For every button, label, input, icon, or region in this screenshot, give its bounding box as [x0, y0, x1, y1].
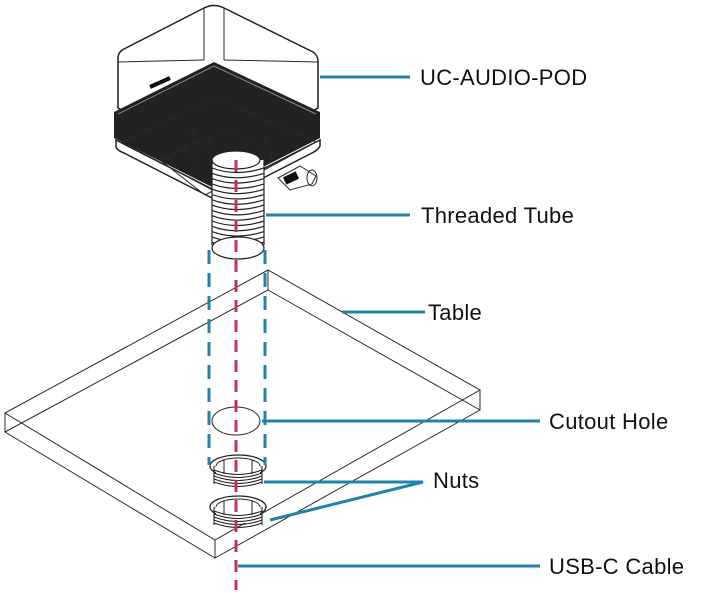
alignment-guides: [207, 250, 267, 465]
tube-thread: [211, 193, 265, 200]
nut-thread: [213, 472, 263, 479]
tube-thread: [211, 188, 265, 195]
tube-thread: [211, 231, 265, 237]
table-left-under: [4, 289, 269, 433]
threaded-tube: [211, 150, 265, 260]
nut-thread: [213, 478, 263, 485]
table-right-under: [267, 289, 481, 411]
tube-thread: [211, 172, 265, 179]
nut-thread: [213, 475, 263, 482]
nut-thread: [213, 510, 263, 517]
label-table: Table: [428, 300, 482, 325]
nuts: [209, 454, 267, 529]
label-uc-audio-pod: UC-AUDIO-POD: [420, 65, 587, 90]
nut-1: [209, 454, 267, 488]
tube-bottom-opening: [211, 236, 265, 260]
pod-slot: [149, 76, 171, 89]
pod-top-edge: [117, 59, 319, 63]
pod-mount-plate: [159, 129, 273, 196]
pod-screw-4: [263, 138, 269, 144]
nut-thread: [213, 516, 263, 523]
table: [3, 269, 482, 559]
label-threaded-tube: Threaded Tube: [421, 203, 574, 228]
callout-nuts-line: [264, 480, 424, 522]
usb-c-connector: [277, 165, 318, 191]
nut-2: [209, 495, 267, 529]
pod-top-shell: [117, 4, 319, 163]
nut-thread: [213, 519, 263, 526]
nut-thread: [213, 522, 263, 529]
pod-base: [120, 97, 318, 195]
nut-thread: [213, 469, 263, 476]
pod-label-area: [184, 134, 214, 158]
label-nuts: Nuts: [433, 468, 479, 493]
nut-thread: [213, 481, 263, 488]
nut-thread: [213, 513, 263, 520]
pod-screw-3: [165, 155, 171, 161]
table-left-edge: [4, 413, 216, 559]
pod-grille-highlight: [117, 65, 317, 115]
callout-lines: [238, 75, 540, 568]
tube-thread: [211, 167, 265, 174]
pod-screw-1: [190, 128, 196, 134]
label-usb-c-cable: USB-C Cable: [549, 554, 684, 579]
tube-thread: [211, 209, 265, 216]
label-cutout-hole: Cutout Hole: [549, 409, 668, 434]
pod-screw-2: [192, 162, 200, 170]
